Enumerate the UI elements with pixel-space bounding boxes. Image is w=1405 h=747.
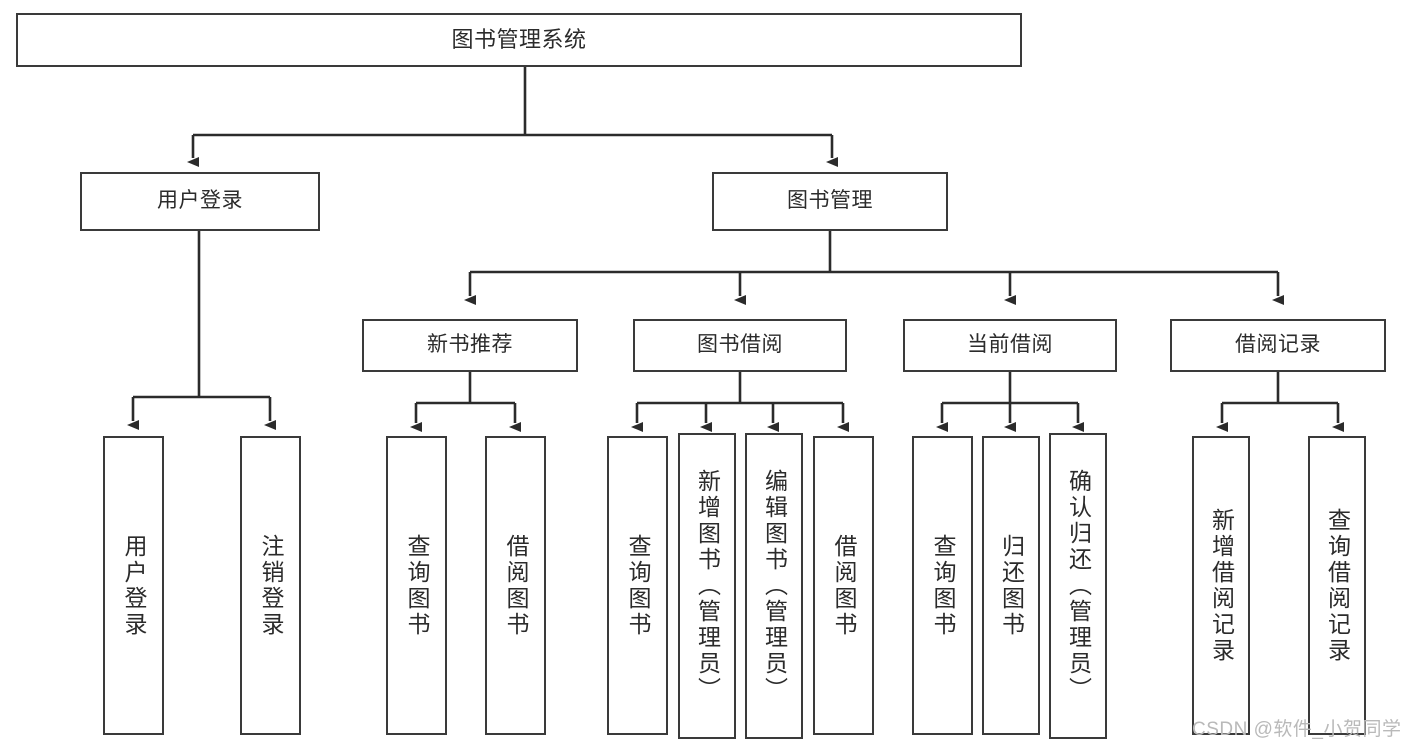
leaf-add-borrow-record[interactable]: 新增借阅记录 <box>1192 436 1250 735</box>
node-label: 用户登录 <box>157 189 243 213</box>
node-label: 图书借阅 <box>697 333 783 357</box>
watermark: CSDN @软件_小贺同学 <box>1192 719 1402 740</box>
node-label: 确认归还（管理员） <box>1065 469 1092 703</box>
node-label: 查询图书 <box>930 533 956 638</box>
node-label: 新增借阅记录 <box>1208 507 1235 664</box>
node-label: 借阅记录 <box>1235 333 1321 357</box>
leaf-edit-book-admin[interactable]: 编辑图书（管理员） <box>745 433 803 739</box>
node-label: 查询图书 <box>625 533 651 638</box>
leaf-user-logout[interactable]: 注销登录 <box>240 436 301 735</box>
leaf-borrow-book-recommend[interactable]: 借阅图书 <box>485 436 546 735</box>
leaf-return-book[interactable]: 归还图书 <box>982 436 1040 735</box>
node-label: 归还图书 <box>998 533 1025 638</box>
node-new-book-recommend[interactable]: 新书推荐 <box>362 319 578 372</box>
node-label: 图书管理系统 <box>451 27 587 53</box>
leaf-user-login[interactable]: 用户登录 <box>103 436 164 735</box>
node-label: 图书管理 <box>787 189 873 213</box>
leaf-borrow-book[interactable]: 借阅图书 <box>813 436 874 735</box>
node-label: 查询借阅记录 <box>1324 507 1351 664</box>
leaf-query-borrow-record[interactable]: 查询借阅记录 <box>1308 436 1366 735</box>
node-borrow-record[interactable]: 借阅记录 <box>1170 319 1386 372</box>
node-current-borrow[interactable]: 当前借阅 <box>903 319 1117 372</box>
node-root-system[interactable]: 图书管理系统 <box>16 13 1022 67</box>
node-label: 注销登录 <box>258 533 284 638</box>
node-label: 用户登录 <box>121 533 147 638</box>
leaf-confirm-return-admin[interactable]: 确认归还（管理员） <box>1049 433 1107 739</box>
node-label: 新增图书（管理员） <box>694 469 721 703</box>
node-label: 借阅图书 <box>503 533 529 638</box>
node-label: 借阅图书 <box>831 533 857 638</box>
leaf-query-book-recommend[interactable]: 查询图书 <box>386 436 447 735</box>
node-book-management[interactable]: 图书管理 <box>712 172 948 231</box>
leaf-query-book-borrow[interactable]: 查询图书 <box>607 436 668 735</box>
node-book-borrow[interactable]: 图书借阅 <box>633 319 847 372</box>
leaf-query-book-current[interactable]: 查询图书 <box>912 436 973 735</box>
node-label: 查询图书 <box>404 533 430 638</box>
node-label: 当前借阅 <box>967 333 1053 357</box>
node-label: 编辑图书（管理员） <box>761 469 788 703</box>
node-label: 新书推荐 <box>427 333 513 357</box>
leaf-add-book-admin[interactable]: 新增图书（管理员） <box>678 433 736 739</box>
node-user-login[interactable]: 用户登录 <box>80 172 320 231</box>
